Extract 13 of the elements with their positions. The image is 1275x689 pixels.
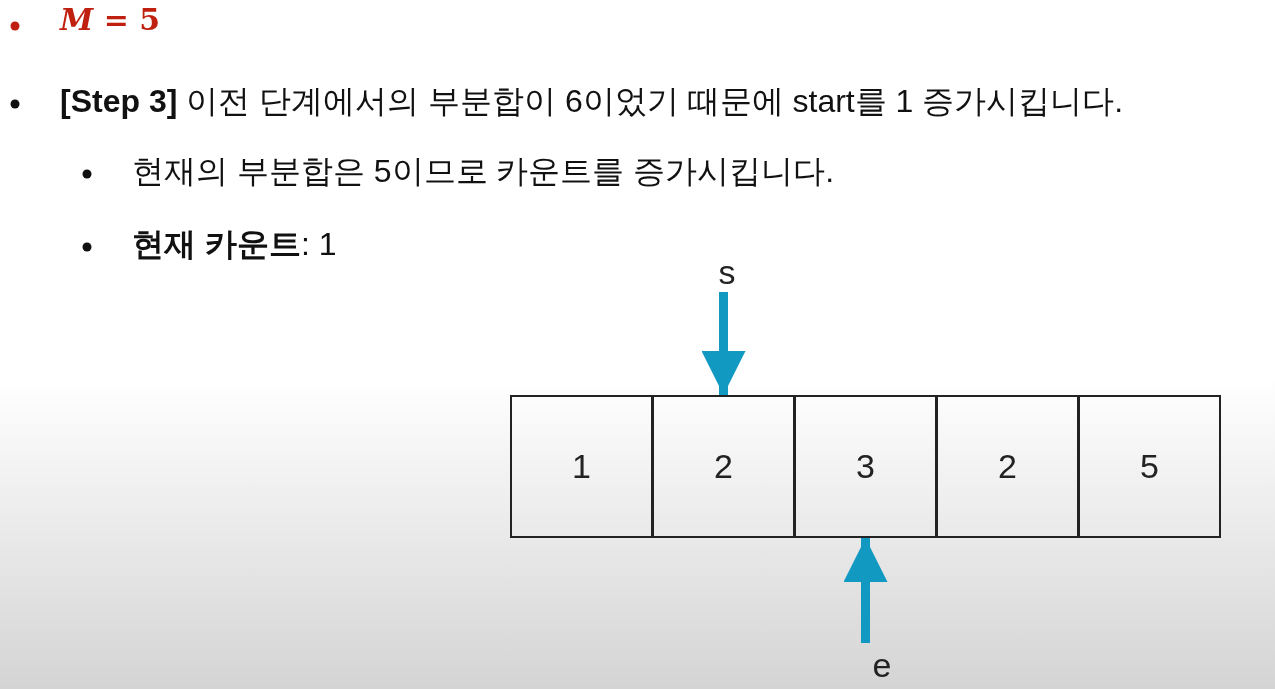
- array-cell: 3: [794, 395, 937, 538]
- array-cell: 2: [652, 395, 795, 538]
- formula-text: M = 5: [60, 2, 161, 37]
- array-cell: 5: [1078, 395, 1221, 538]
- bullet-text: 현재 카운트: 1: [132, 225, 337, 264]
- pointer-label: s: [707, 252, 747, 292]
- pointer-label: e: [862, 643, 902, 687]
- pointer-arrow: [701, 292, 746, 395]
- bullet-text: 현재의 부분합은 5이므로 카운트를 증가시킵니다.: [132, 152, 835, 191]
- array-cell: 2: [936, 395, 1079, 538]
- pointer-arrow: [843, 538, 888, 643]
- array-cell: 1: [510, 395, 653, 538]
- bullet-text: [Step 3] 이전 단계에서의 부분합이 6이었기 때문에 start를 1 증가시킵니다.: [60, 82, 1124, 121]
